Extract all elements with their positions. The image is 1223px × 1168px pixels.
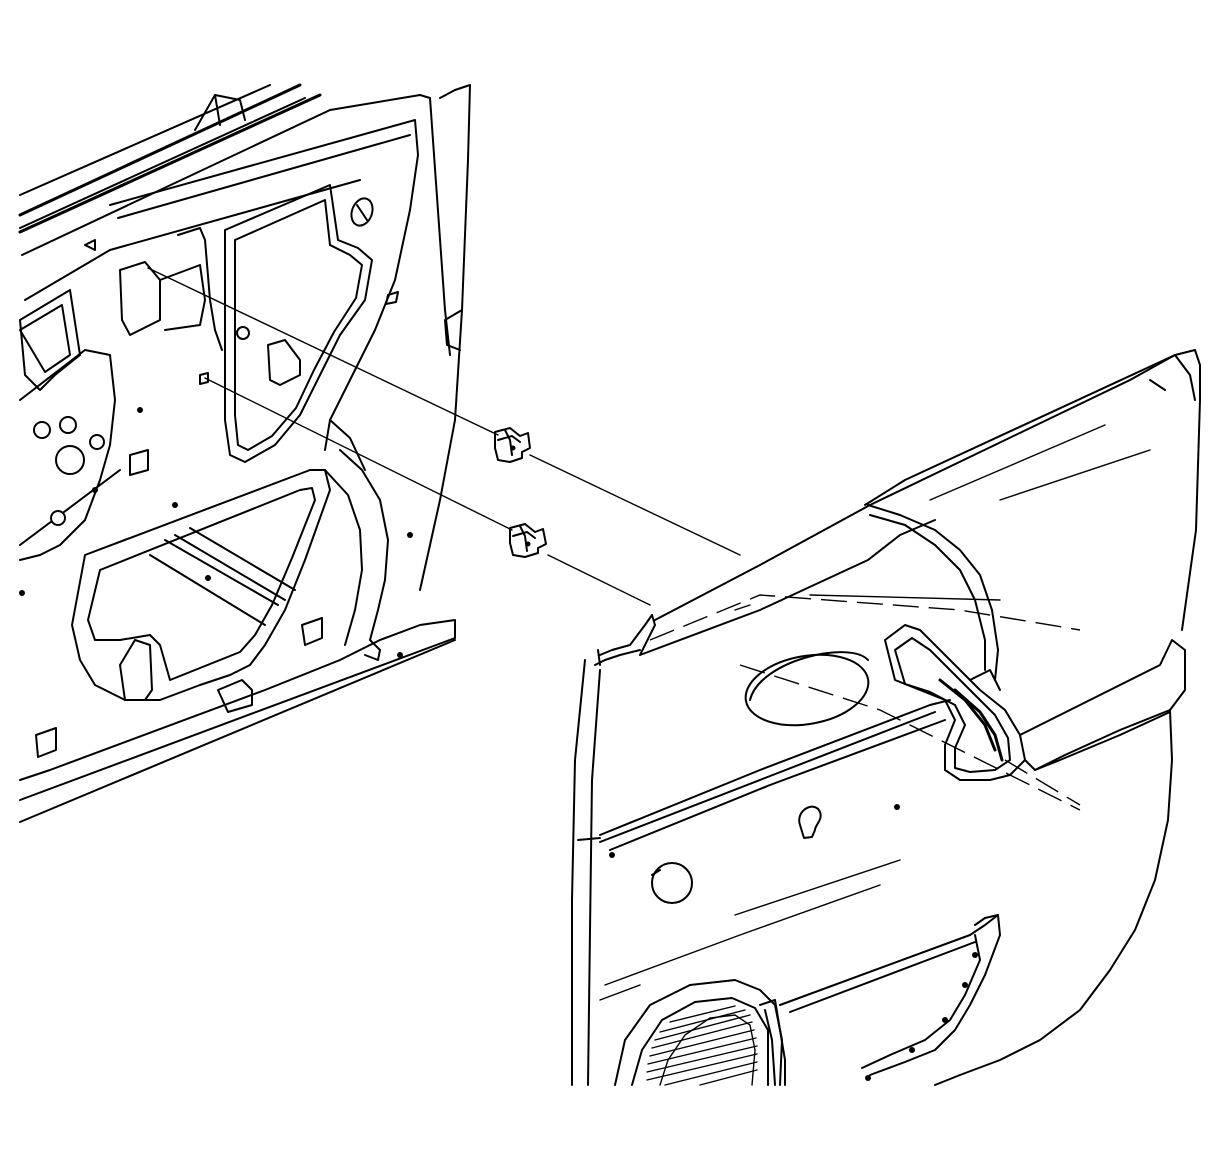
retainer-clip-lower [509, 523, 547, 558]
door-inner-panel [18, 83, 471, 823]
leader-line-upper [147, 267, 499, 436]
retainer-clip-upper [494, 427, 531, 463]
door-trim-panel [571, 349, 1201, 1086]
speaker-grille [614, 979, 783, 1086]
door-handle-bezel [744, 651, 870, 727]
leader-line-lower [204, 377, 513, 531]
armrest [1019, 639, 1186, 771]
leader-lines [147, 267, 741, 606]
